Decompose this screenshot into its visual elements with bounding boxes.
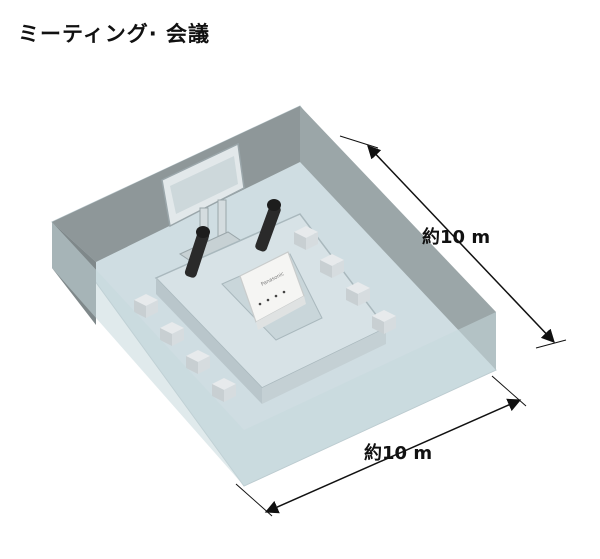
seat [294,226,318,250]
width-dimension [235,375,527,517]
depth-dimension [339,135,567,349]
seat [320,254,344,278]
seat [212,378,236,402]
width-dimension-label: 約10 m [364,442,432,464]
room-front-left-wall [52,222,244,486]
page-title: ミーティング· 会議 [18,22,211,46]
microphone-icon [255,199,281,252]
wireless-access-point: Panasonic [239,251,306,330]
depth-dimension-label: 約10 m [422,226,490,248]
seat [346,282,370,306]
seat [186,350,210,374]
seat [134,294,158,318]
microphone-icon [184,226,210,278]
seat [160,322,184,346]
